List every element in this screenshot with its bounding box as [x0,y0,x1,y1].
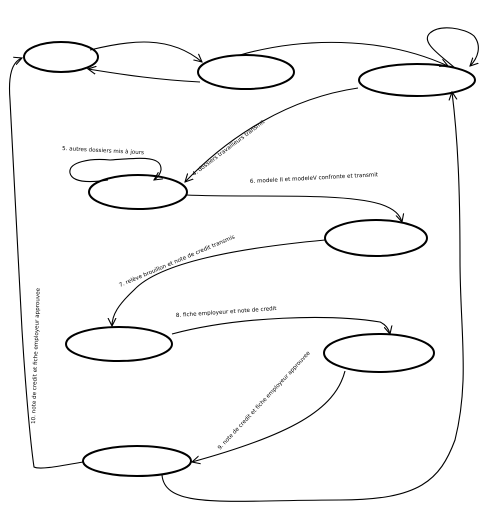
node-8 [82,445,192,477]
flow-10 [8,58,84,469]
flow-6 [185,194,402,222]
flow-node2-to-node1 [88,69,201,83]
flow-8 [171,317,390,334]
flow-node2-to-node3 [239,41,448,66]
node-2 [197,54,295,90]
flow-label-4: 4. dossiers travailleurs transmit [192,119,267,178]
flow-node1-to-node2 [89,41,202,62]
node-6 [65,326,173,362]
flow-5 [69,157,161,183]
node-3 [358,63,476,97]
flow-7 [112,239,326,326]
flow-node3-self-loop [427,27,479,69]
flow-4 [185,87,359,182]
node-1 [23,41,99,73]
flow-9 [192,370,346,462]
flow-label-7: 7. relève brouillon et note de credit tr… [118,234,236,289]
flow-label-10: 10. note de credit et fiche employeur ap… [31,287,42,424]
flow-label-6: 6. modele II et modeleV confronte et tra… [250,172,379,185]
flow-label-9: 9. note de credit et fiche employeur app… [217,350,312,451]
flow-label-5: 5. autres dossiers mis à jours [62,145,144,156]
node-5 [324,219,428,257]
flow-node8-to-node3 [161,92,464,502]
node-4 [88,174,188,210]
flow-label-8: 8. fiche employeur et note de credit [176,306,278,319]
node-7 [323,333,435,373]
